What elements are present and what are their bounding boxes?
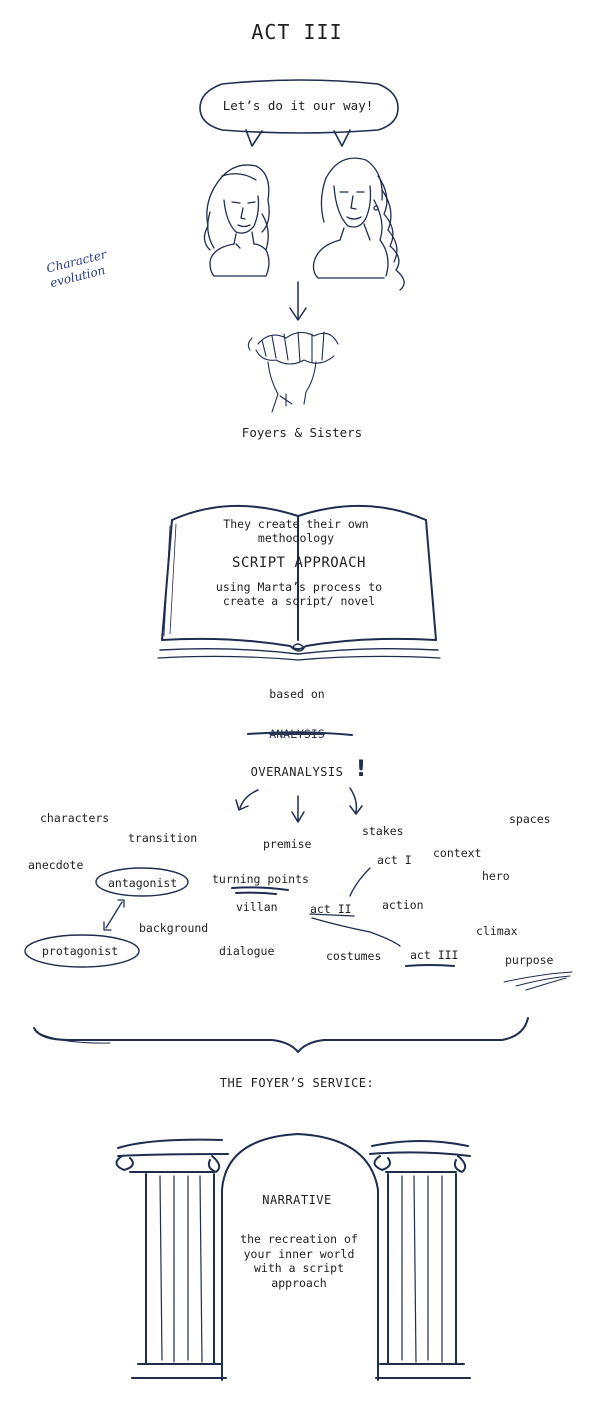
word-act-iii: act III	[410, 948, 459, 962]
page-title: ACT III	[251, 20, 343, 44]
curly-brace	[33, 1017, 529, 1053]
word-costumes: costumes	[326, 949, 382, 963]
word-act-i: act I	[377, 853, 412, 867]
word-act-ii: act II	[310, 902, 352, 916]
woman-right-illustration	[312, 157, 405, 291]
speech-bubble-text: Let’s do it our way!	[222, 98, 374, 113]
turning-points-underline	[231, 886, 289, 895]
purpose-flourish	[503, 971, 573, 991]
book-main-text: SCRIPT APPROACH	[232, 555, 366, 571]
speech-bubble	[199, 79, 399, 147]
exclamation-mark: !	[356, 757, 366, 782]
word-stakes: stakes	[362, 824, 404, 838]
book-top-text: They create their own methodology	[223, 517, 369, 545]
arch-pillars-illustration	[115, 1133, 471, 1381]
clasped-hands-illustration	[247, 331, 339, 413]
word-transition: transition	[128, 831, 198, 845]
double-arrow-icon	[103, 899, 125, 931]
word-villan: villan	[236, 900, 278, 914]
strike-through-mark	[247, 731, 353, 736]
service-title: THE FOYER’S SERVICE:	[219, 1076, 375, 1090]
word-premise: premise	[263, 837, 312, 851]
word-turning-points: turning points	[212, 872, 309, 886]
word-spaces: spaces	[509, 812, 551, 826]
analysis-struck-label: ANALYSIS	[269, 727, 325, 741]
word-dialogue: dialogue	[219, 944, 275, 958]
word-protagonist: protagonist	[42, 944, 119, 958]
word-anecdote: anecdote	[28, 858, 84, 872]
antagonist-circle	[95, 867, 189, 897]
hands-caption: Foyers & Sisters	[241, 425, 363, 440]
word-characters: characters	[40, 811, 110, 825]
word-purpose: purpose	[505, 953, 554, 967]
word-climax: climax	[476, 924, 518, 938]
narrative-title: NARRATIVE	[262, 1193, 332, 1207]
book-bottom-text: using Marta’s process to create a script…	[215, 580, 383, 608]
word-action: action	[382, 898, 424, 912]
act-connectors	[309, 867, 455, 967]
branch-arrows	[235, 787, 363, 823]
word-background: background	[139, 921, 209, 935]
word-antagonist: antagonist	[108, 876, 178, 890]
woman-left-illustration	[203, 164, 270, 277]
word-hero: hero	[482, 869, 510, 883]
open-book-illustration	[157, 504, 441, 661]
word-context: context	[433, 846, 482, 860]
based-on-label: based on	[269, 687, 325, 701]
protagonist-circle	[24, 934, 140, 968]
narrative-description: the recreation of your inner world with …	[240, 1232, 358, 1290]
overanalysis-label: OVERANALYSIS	[250, 765, 344, 779]
arrow-down-icon	[289, 281, 307, 321]
